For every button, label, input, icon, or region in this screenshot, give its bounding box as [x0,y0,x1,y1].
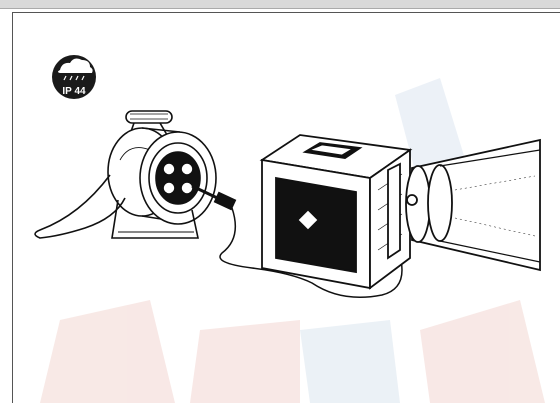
extension-pipe [405,138,541,272]
ip-rating-label: IP 44 [62,86,86,97]
watermark [40,78,545,403]
reel-socket-plate [155,151,201,205]
light-lens-emblem [298,210,318,230]
ip-rating-badge: IP 44 [52,55,96,99]
rain-cloud-icon [58,58,93,81]
work-light-box [259,134,413,290]
figure-border [12,12,560,403]
plug [191,184,237,211]
cable-reel [34,110,217,239]
top-strip [0,0,560,9]
